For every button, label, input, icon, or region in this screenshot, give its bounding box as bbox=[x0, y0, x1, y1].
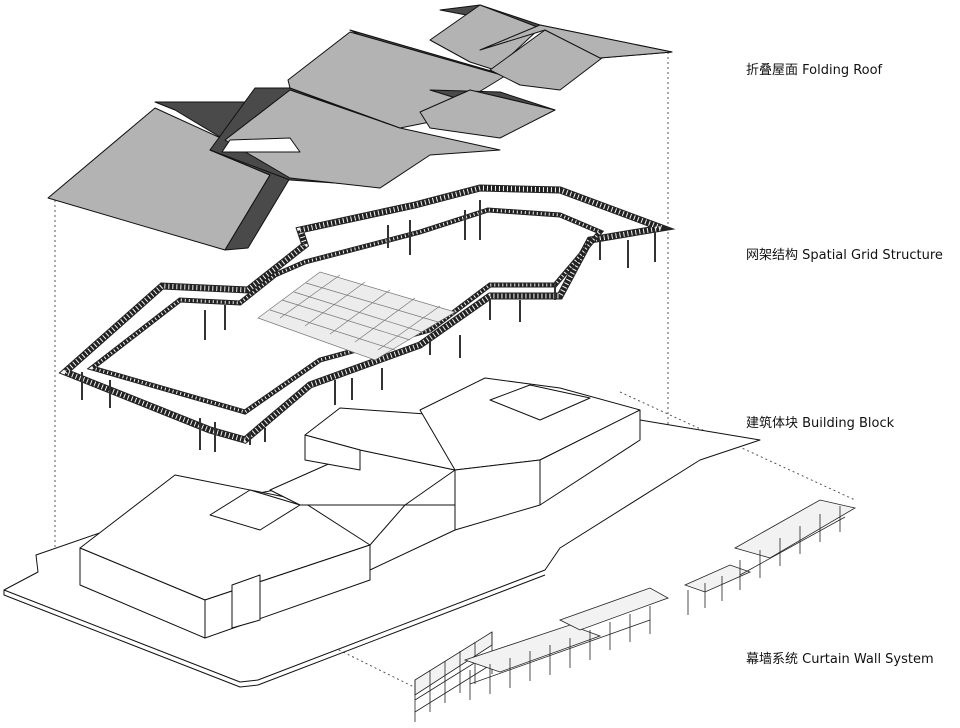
label-curtain-wall-system: 幕墙系统 Curtain Wall System bbox=[746, 652, 934, 667]
curtain-wall-group-center bbox=[463, 587, 669, 700]
curtain-wall-layer bbox=[414, 499, 857, 722]
label-folding-roof: 折叠屋面 Folding Roof bbox=[746, 63, 883, 78]
grid-center-lattice bbox=[257, 271, 456, 361]
folding-roof-layer bbox=[47, 4, 673, 251]
roof-top-panel-a bbox=[429, 4, 541, 71]
roof-center-panel bbox=[224, 89, 501, 189]
building-block-layer bbox=[3, 377, 761, 688]
block-right-gable bbox=[489, 384, 591, 421]
roof-center-notch bbox=[221, 137, 301, 153]
label-spatial-grid-structure: 网架结构 Spatial Grid Structure bbox=[746, 248, 943, 263]
curtain-wall-group-right bbox=[683, 499, 857, 615]
curtain-wall-group-left bbox=[414, 631, 493, 722]
block-upper-front bbox=[304, 434, 361, 471]
label-building-block: 建筑体块 Building Block bbox=[746, 416, 895, 431]
spatial-grid-layer bbox=[58, 184, 676, 452]
grid-outer-ring-hatch bbox=[60, 185, 672, 443]
block-right-side bbox=[539, 409, 641, 506]
site-base-edge bbox=[3, 574, 546, 688]
roof-top-panel-c bbox=[479, 24, 673, 59]
roof-upper-right-panel bbox=[419, 89, 556, 139]
grid-columns bbox=[81, 200, 656, 452]
block-left-annex bbox=[231, 574, 261, 629]
